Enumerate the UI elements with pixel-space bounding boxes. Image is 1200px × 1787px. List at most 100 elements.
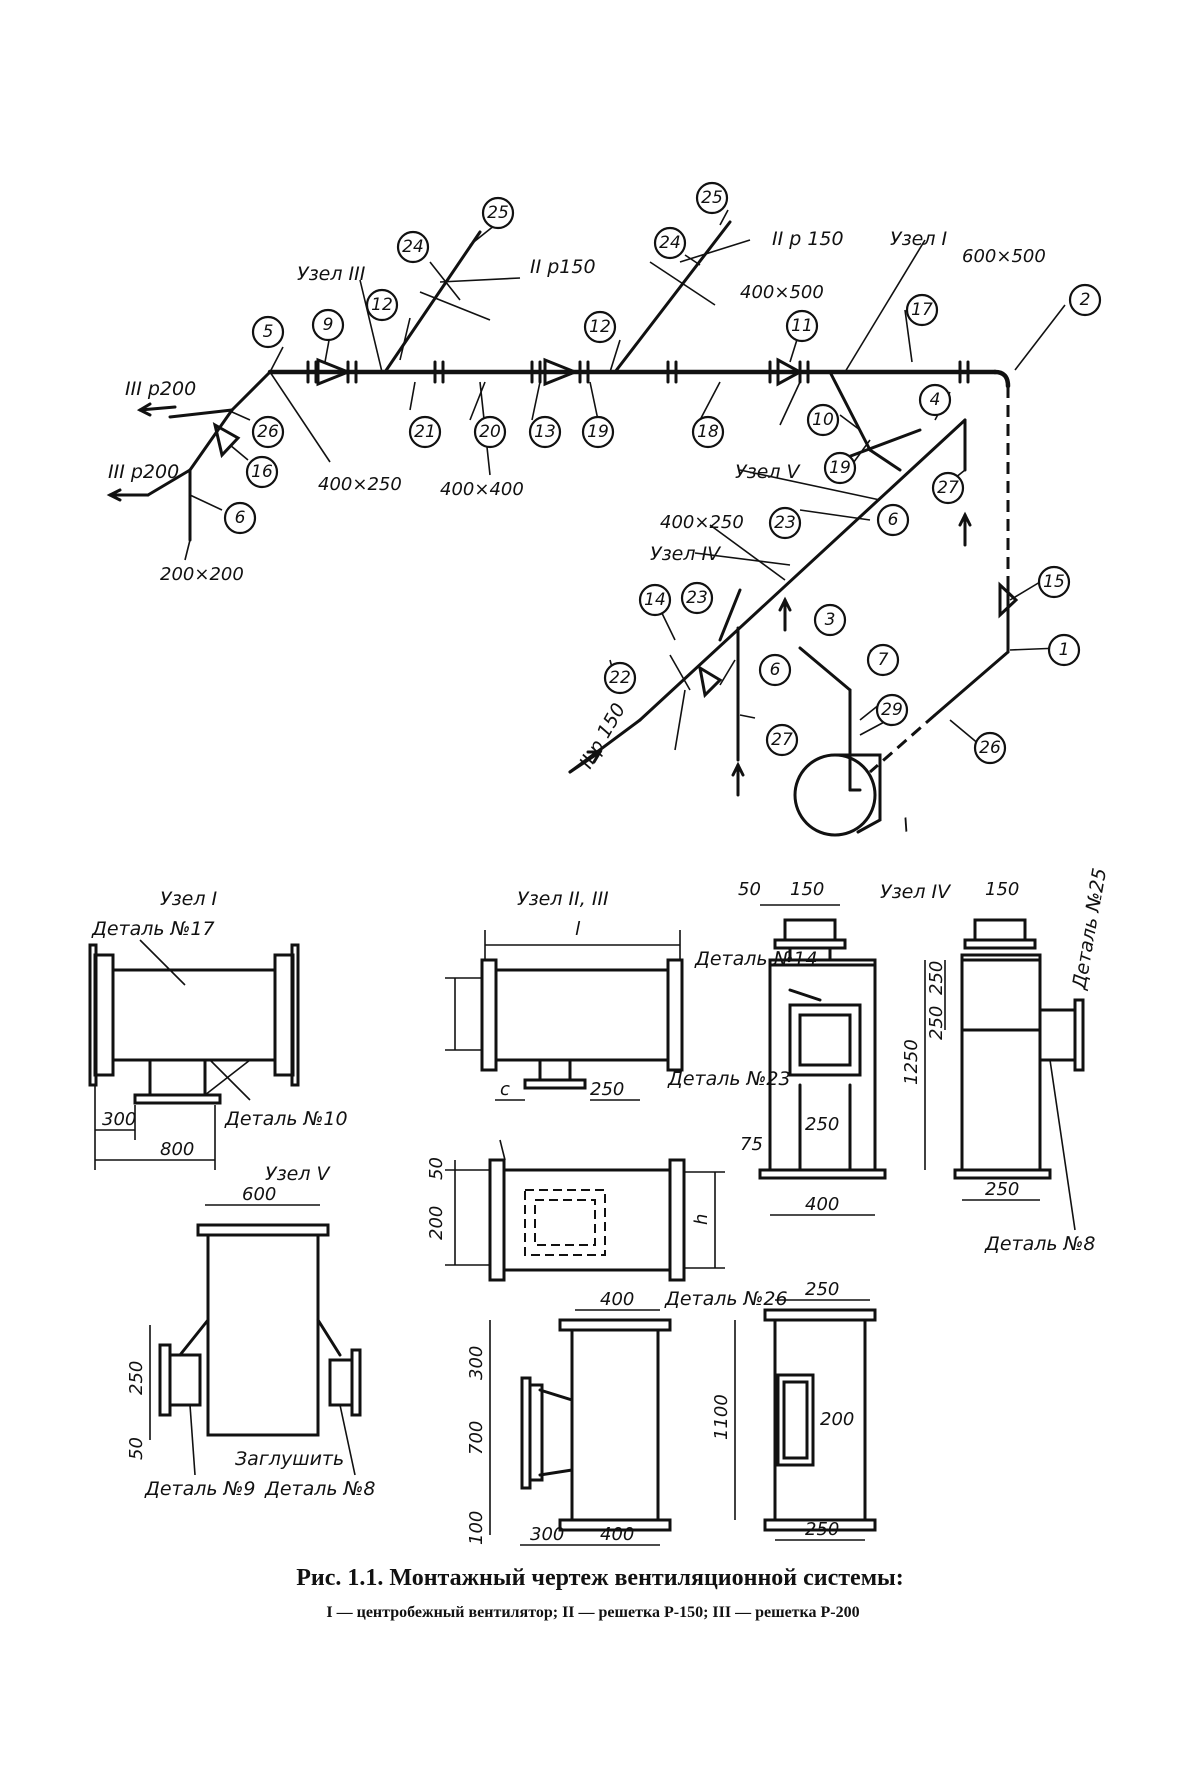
uzel-IV-detail23: Деталь №23 [667, 1068, 791, 1090]
main-duct-corner [995, 372, 1008, 386]
label-grille-III-b: III р200 [108, 461, 179, 483]
marker-15: 15 [1043, 572, 1065, 592]
uzel-II-III-c: c [500, 1079, 510, 1100]
uzel-V-title: Узел V [265, 1163, 332, 1185]
marker-25b: 25 [701, 188, 723, 208]
size-600x500: 600×500 [962, 246, 1046, 267]
detail26-title: Деталь №26 [664, 1288, 788, 1310]
uzel-IV-d150b: 150 [985, 879, 1019, 900]
label-grille-II-c: II р 150 [575, 699, 630, 772]
uzel-II-III-d50: 50 [426, 1157, 447, 1180]
detail26-d200: 200 [820, 1409, 854, 1430]
size-400x250-b: 400×250 [660, 512, 744, 533]
uzel-IV-d150a: 150 [790, 879, 824, 900]
valve-14 [700, 668, 720, 695]
detail-uzel-IV: 50 150 Узел IV Деталь №14 Деталь №23 75 … [667, 866, 1111, 1255]
uzel-II-III-d200: 200 [426, 1206, 447, 1240]
isometric-scheme: Узел III Узел I Узел V Узел IV II р150 I… [108, 183, 1100, 837]
marker-9: 9 [323, 315, 334, 335]
marker-20: 20 [479, 422, 501, 442]
fan-connector [935, 652, 1008, 715]
uzel-IV-d250v: 250 [926, 961, 947, 995]
branch-III-grille [440, 278, 520, 282]
marker-6c: 6 [770, 660, 781, 680]
figure-caption: Рис. 1.1. Монтажный чертеж вентиляционно… [296, 1565, 904, 1591]
marker-29: 29 [881, 700, 903, 720]
detail26-d1100: 1100 [711, 1394, 732, 1440]
uzel-I-d800: 800 [160, 1139, 194, 1160]
node-V-shape [870, 450, 900, 470]
marker-12b: 12 [589, 317, 611, 337]
label-uzel-I: Узел I [890, 228, 948, 250]
left-branch-grille-2 [170, 410, 232, 417]
marker-13: 13 [534, 422, 556, 442]
marker-10: 10 [812, 410, 834, 430]
uzel-IV-d75: 75 [740, 1134, 763, 1155]
label-grille-II-a: II р150 [530, 256, 596, 278]
marker-27a: 27 [937, 478, 959, 498]
detail-uzel-V: Узел V 600 250 50 Заглушить Деталь №9 Де… [126, 1163, 375, 1500]
label-grille-III-a: III р200 [125, 378, 196, 400]
label-uzel-III: Узел III [297, 263, 366, 285]
size-400x500: 400×500 [740, 282, 824, 303]
uzel-I-title: Узел I [160, 888, 218, 910]
uzel-I-detail10: Деталь №10 [224, 1108, 348, 1130]
marker-16: 16 [251, 462, 273, 482]
detail26-d300: 300 [466, 1346, 487, 1380]
marker-11: 11 [791, 316, 813, 336]
branch-3 [800, 648, 850, 690]
marker-27b: 27 [771, 730, 793, 750]
marker-25a: 25 [487, 203, 509, 223]
uzel-IV-detail14: Деталь №14 [694, 948, 818, 970]
left-branch [232, 372, 270, 410]
marker-6b: 6 [888, 510, 899, 530]
uzel-V-d600: 600 [242, 1184, 276, 1205]
uzel-II-III-d250: 250 [590, 1079, 624, 1100]
marker-7: 7 [878, 650, 889, 670]
marker-1: 1 [1059, 640, 1070, 660]
uzel-I-d300: 300 [102, 1109, 136, 1130]
marker-5: 5 [263, 322, 274, 342]
uzel-I-detail17: Деталь №17 [91, 918, 215, 940]
marker-17: 17 [911, 300, 933, 320]
uzel-IV-d250b: 250 [985, 1179, 1019, 1200]
uzel-II-III-h: h [691, 1214, 712, 1225]
detail26-d700: 700 [466, 1421, 487, 1455]
uzel-IV-d400: 400 [805, 1194, 839, 1215]
marker-23a: 23 [774, 513, 796, 533]
uzel-IV-detail25: Деталь №25 [1068, 866, 1111, 992]
marker-19b: 19 [829, 458, 851, 478]
label-uzel-V: Узел V [735, 461, 802, 483]
marker-24b: 24 [659, 233, 681, 253]
uzel-V-d250: 250 [126, 1361, 147, 1395]
size-200x200: 200×200 [160, 564, 244, 585]
detail26-d100: 100 [466, 1511, 487, 1545]
uzel-IV-d250a: 250 [805, 1114, 839, 1135]
marker-14: 14 [644, 590, 666, 610]
label-grille-II-b: II р 150 [772, 228, 844, 250]
label-uzel-IV: Узел IV [650, 543, 722, 565]
uzel-II-III-title: Узел II, III [517, 888, 609, 910]
detail26-d250a: 250 [805, 1279, 839, 1300]
detail26-d250b: 250 [805, 1519, 839, 1540]
marker-26a: 26 [257, 422, 279, 442]
marker-2: 2 [1080, 290, 1091, 310]
marker-22: 22 [609, 668, 631, 688]
uzel-IV-d1250: 1250 [901, 1039, 922, 1085]
uzel-IV-d250c: 250 [926, 1006, 947, 1040]
marker-6a: 6 [235, 508, 246, 528]
marker-3: 3 [825, 610, 836, 630]
marker-26b: 26 [979, 738, 1001, 758]
marker-23b: 23 [686, 588, 708, 608]
marker-21: 21 [414, 422, 436, 442]
detail26-d400b: 400 [600, 1524, 634, 1545]
detail26-d400a: 400 [600, 1289, 634, 1310]
size-400x400: 400×400 [440, 479, 524, 500]
fan-label: I [901, 814, 912, 837]
marker-18: 18 [697, 422, 719, 442]
left-branch-lower [190, 410, 232, 470]
uzel-V-detail9: Деталь №9 [144, 1478, 255, 1500]
marker-4: 4 [930, 390, 941, 410]
uzel-II-III-l: l [575, 918, 581, 940]
